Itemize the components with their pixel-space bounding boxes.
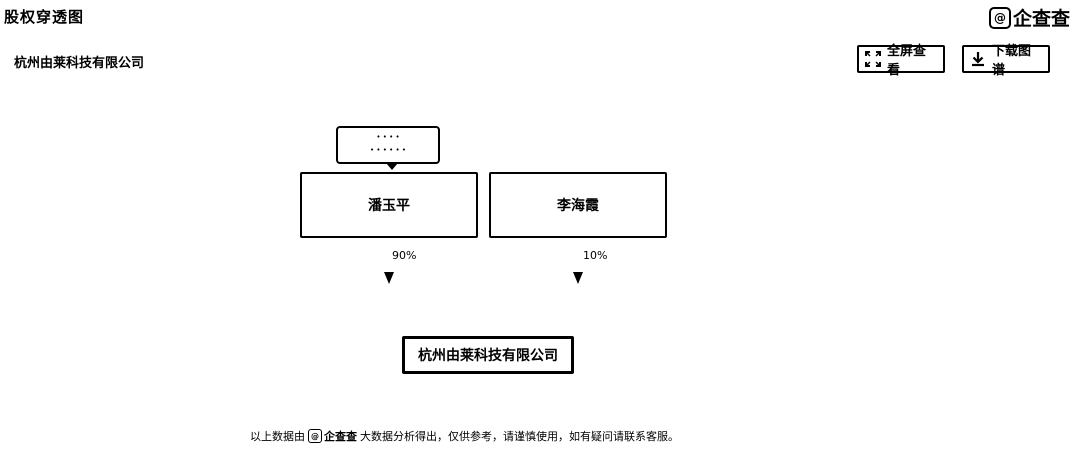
down-arrow-icon [384,272,394,284]
shareholder-name: 李海霞 [557,198,599,214]
company-name: 杭州由莱科技有限公司 [14,56,145,71]
down-arrow-icon [573,272,583,284]
tooltip-line: • • • • • • [370,146,406,154]
brand-logo: @ 企查查 [988,4,1070,31]
download-icon [970,51,986,67]
share-percent: 90% [392,249,417,262]
shareholder-node[interactable]: 潘玉平 [300,172,478,238]
brand-name: 企查查 [1012,8,1070,30]
footer-prefix: 以上数据由 [250,430,305,443]
share-percent: 10% [583,249,608,262]
download-label: 下载图谱 [992,44,1032,78]
page-title: 股权穿透图 [4,8,85,26]
fullscreen-label: 全屏查看 [887,44,927,78]
node-tooltip: • • • • • • • • • • [336,126,440,170]
tooltip-line: • • • • [376,133,400,141]
shareholder-node[interactable]: 李海霞 [489,172,667,238]
expand-icon [865,51,881,67]
footer-suffix: 大数据分析得出，仅供参考，请谨慎使用，如有疑问请联系客服。 [360,430,679,443]
download-button[interactable]: 下载图谱 [962,44,1050,78]
footer-logo-name: 企查查 [324,430,357,443]
fullscreen-button[interactable]: 全屏查看 [857,44,945,78]
footer-disclaimer: 以上数据由 @ 企查查 大数据分析得出，仅供参考，请谨慎使用，如有疑问请联系客服… [250,428,679,444]
footer-at-icon: @ [308,429,322,443]
footer-logo: @ 企查查 [308,428,357,444]
shareholder-name: 潘玉平 [368,198,410,214]
target-company-node[interactable]: 杭州由莱科技有限公司 [402,336,574,374]
brand-at-icon: @ [988,6,1011,29]
target-company-name: 杭州由莱科技有限公司 [418,348,558,364]
